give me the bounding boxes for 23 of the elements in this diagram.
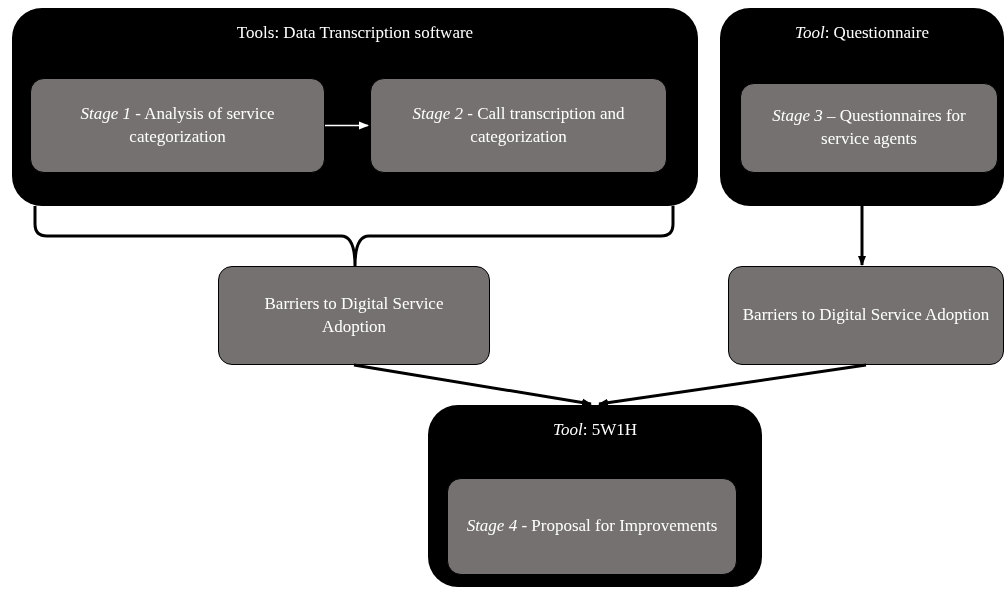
tool-panel: [12, 8, 698, 206]
stage-box: [740, 83, 998, 173]
arrow: [324, 121, 369, 130]
panel-heading: Tool: 5W1H: [552, 419, 638, 441]
tool-panel: [720, 8, 1004, 206]
box-label: Stage 2 - Call transcription and categorization: [411, 102, 626, 148]
box-label: Stage 3 – Questionnaires for service agents: [771, 105, 967, 150]
panel-heading: Tools: Data Transcription software: [235, 22, 475, 44]
tool-panel: [428, 405, 762, 587]
stage-box: [218, 266, 490, 365]
brace-connector: [33, 204, 675, 268]
arrow: [598, 363, 867, 407]
stage-box: [447, 478, 737, 575]
box-label: Stage 1 - Analysis of service categorization: [79, 102, 276, 148]
panel-heading: Tool: Questionnaire: [794, 22, 930, 44]
stage-box: [370, 78, 667, 173]
box-label: Barriers to Digital Service Adoption: [742, 304, 990, 327]
box-label: Barriers to Digital Service Adoption: [263, 292, 445, 338]
box-label: Stage 4 - Proposal for Improvements: [466, 515, 718, 538]
stage-box: [728, 266, 1004, 365]
stage-box: [30, 78, 325, 173]
arrow: [858, 206, 866, 266]
arrow: [353, 363, 592, 407]
